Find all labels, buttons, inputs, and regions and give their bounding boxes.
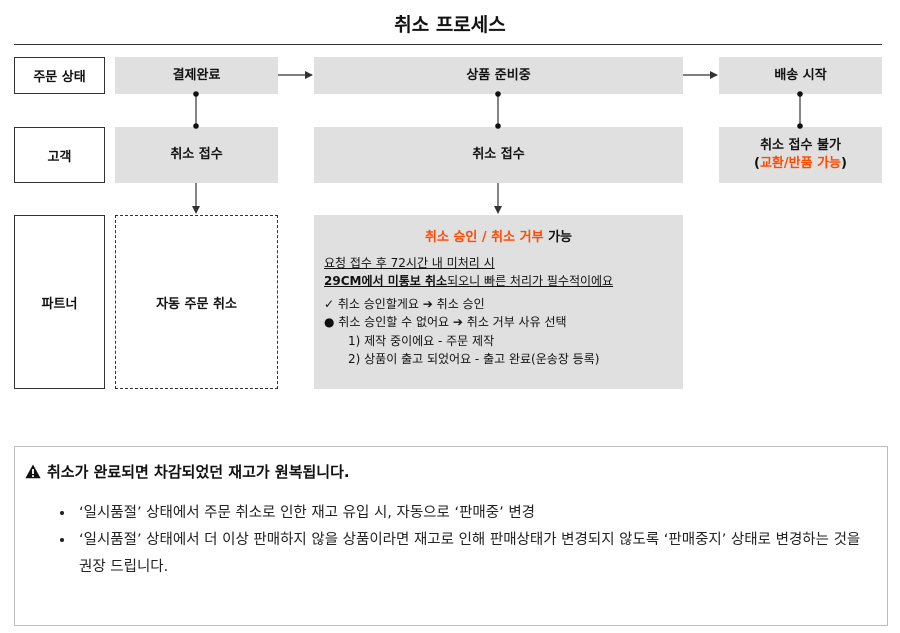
notice-heading: 취소가 완료되면 차감되었던 재고가 원복됩니다.: [25, 461, 877, 482]
head-sep: /: [477, 230, 492, 245]
notice-item-2: ‘일시품절’ 상태에서 더 이상 판매하지 않을 상품이라면 재고로 인해 판매…: [75, 527, 877, 581]
partner-action-box: 취소 승인 / 취소 거부 가능 요청 접수 후 72시간 내 미처리 시 29…: [314, 215, 683, 389]
paren-open: (: [754, 156, 760, 171]
customer-box-cancel-1: 취소 접수: [115, 127, 278, 183]
reject-reason-2: 2) 상품이 출고 되었어요 - 출고 완료(운송장 등록): [348, 352, 600, 366]
partner-line-2-rest: 되오니 빠른 처리가 필수적이에요: [447, 274, 614, 288]
partner-line-1: 요청 접수 후 72시간 내 미처리 시: [324, 255, 495, 270]
notice-heading-text: 취소가 완료되면 차감되었던 재고가 원복됩니다.: [47, 463, 350, 481]
dot-paid-top: [193, 91, 199, 97]
partner-line-2-bold: 29CM에서 미통보 취소: [324, 274, 448, 288]
row-label-order-status: 주문 상태: [14, 57, 105, 94]
customer-box-not-allowed: 취소 접수 불가 (교환/반품 가능): [719, 127, 882, 183]
dot-preparing-top: [495, 91, 501, 97]
row-label-customer: 고객: [14, 127, 105, 183]
exchange-return-label: 교환/반품 가능: [759, 156, 842, 171]
dot-shipping-bottom: [797, 123, 803, 129]
reject-reason-1: 1) 제작 중이에요 - 주문 제작: [348, 333, 495, 348]
customer-box-cancel-2: 취소 접수: [314, 127, 683, 183]
head-suffix: 가능: [543, 230, 572, 245]
partner-reject-option: ● 취소 승인할 수 없어요 ➔ 취소 거부 사유 선택: [324, 315, 567, 329]
not-allowed-label: 취소 접수 불가: [760, 138, 841, 154]
head-reject: 취소 거부: [491, 230, 544, 245]
dot-paid-bottom: [193, 123, 199, 129]
status-box-preparing: 상품 준비중: [314, 57, 683, 94]
warning-triangle-icon: [25, 464, 41, 479]
partner-head: 취소 승인 / 취소 거부 가능: [324, 229, 673, 248]
notice-list: ‘일시품절’ 상태에서 주문 취소로 인한 재고 유입 시, 자동으로 ‘판매중…: [25, 500, 877, 581]
dot-shipping-top: [797, 91, 803, 97]
partner-approve-option: ✓ 취소 승인할게요 ➔ 취소 승인: [324, 296, 485, 311]
notice-item-1: ‘일시품절’ 상태에서 주문 취소로 인한 재고 유입 시, 자동으로 ‘판매중…: [75, 500, 877, 527]
exchange-return-line: (교환/반품 가능): [754, 155, 847, 173]
dot-preparing-bottom: [495, 123, 501, 129]
paren-close: ): [841, 156, 847, 171]
title-divider: [14, 44, 882, 45]
status-box-shipping: 배송 시작: [719, 57, 882, 94]
auto-cancel-box: 자동 주문 취소: [115, 215, 278, 389]
row-label-partner: 파트너: [14, 215, 105, 389]
head-approve: 취소 승인: [424, 230, 478, 245]
diagram-title: 취소 프로세스: [394, 14, 506, 36]
partner-line-2: 29CM에서 미통보 취소되오니 빠른 처리가 필수적이에요: [324, 272, 673, 291]
status-box-paid: 결제완료: [115, 57, 278, 94]
stock-notice-box: 취소가 완료되면 차감되었던 재고가 원복됩니다. ‘일시품절’ 상태에서 주문…: [14, 446, 888, 626]
